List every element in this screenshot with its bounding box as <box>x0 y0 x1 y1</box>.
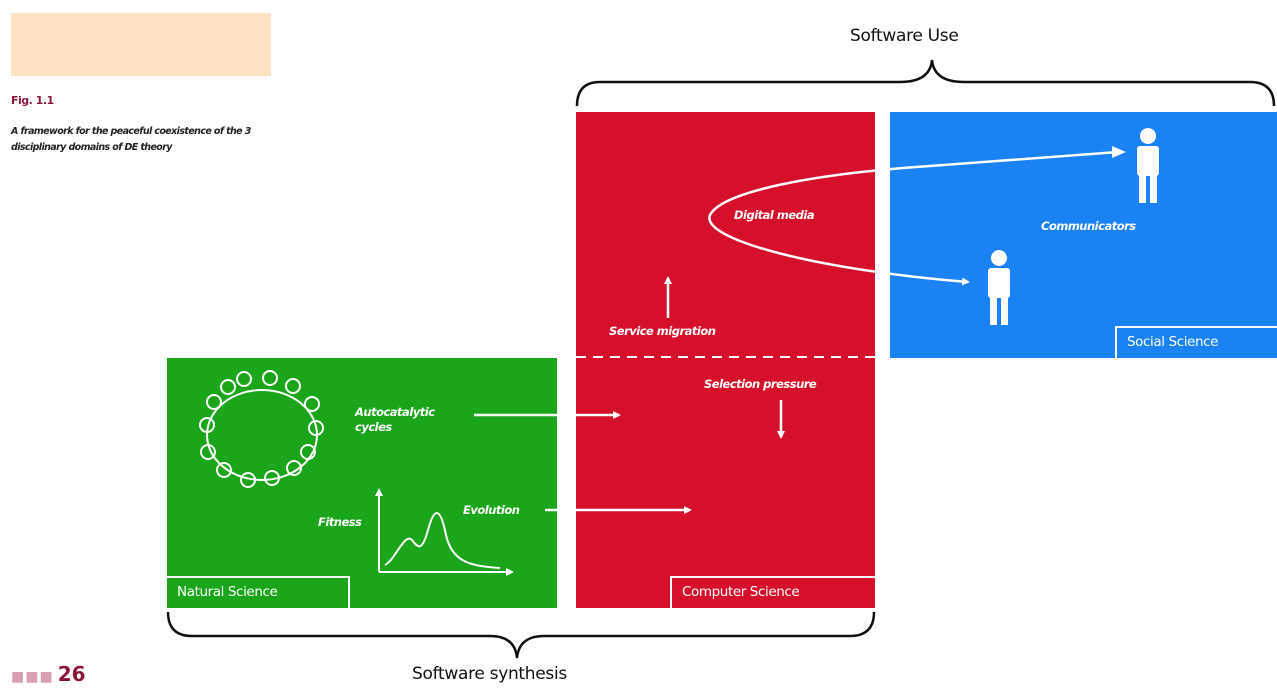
computer-science-box: Computer Science <box>576 112 875 608</box>
fitness-chart-icon <box>375 488 514 576</box>
natural-science-label: Natural Science <box>167 576 350 608</box>
top-brace <box>575 59 1276 107</box>
page-number-value: 26 <box>57 662 86 686</box>
software-synthesis-title: Software synthesis <box>412 664 567 684</box>
evolution-label: Evolution <box>463 503 520 517</box>
computer-science-label: Computer Science <box>670 576 875 608</box>
person-icon <box>1137 128 1159 203</box>
figure-label: Fig. 1.1 <box>11 94 54 107</box>
communicators-label: Communicators <box>1041 219 1136 233</box>
digital-media-loop <box>708 150 1119 286</box>
social-science-label: Social Science <box>1115 326 1277 358</box>
selection-pressure-label: Selection pressure <box>704 377 817 391</box>
page-dots: ■■■ <box>11 669 54 685</box>
software-use-title: Software Use <box>850 26 959 46</box>
autocatalytic-label: Autocatalytic cycles <box>355 405 435 434</box>
bottom-brace <box>166 611 876 659</box>
cycle-icon <box>199 370 324 488</box>
fitness-label: Fitness <box>318 515 362 529</box>
digital-media-label: Digital media <box>734 208 815 222</box>
color-swatch <box>11 13 271 76</box>
figure-caption: A framework for the peaceful coexistence… <box>11 126 251 153</box>
digital-media-arrowhead-top <box>1112 146 1126 158</box>
social-science-box: Social Science <box>890 112 1277 358</box>
page-number: ■■■26 <box>11 662 86 686</box>
service-migration-label: Service migration <box>609 324 716 338</box>
person-icon <box>988 250 1010 325</box>
